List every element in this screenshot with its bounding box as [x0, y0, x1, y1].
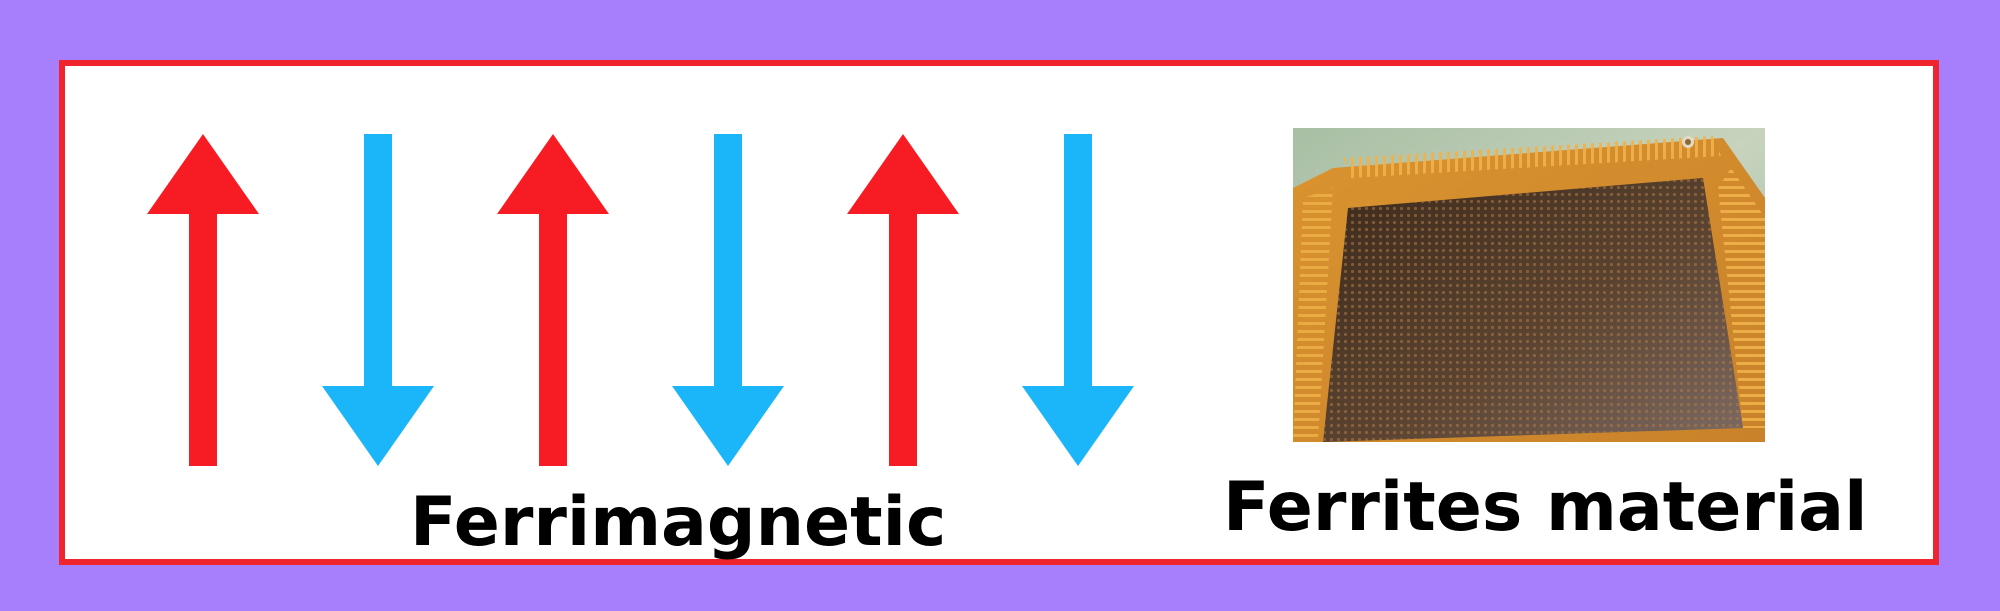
arrow-down-4 — [672, 134, 784, 466]
arrow-shaft — [539, 212, 567, 466]
diagram-frame: Ferrimagnetic Ferrites material — [59, 60, 1939, 565]
arrow-head — [497, 134, 609, 214]
arrow-head — [1022, 386, 1134, 466]
arrow-shaft — [189, 212, 217, 466]
spin-arrows — [147, 134, 1134, 466]
arrow-up-1 — [147, 134, 259, 466]
arrow-shaft — [889, 212, 917, 466]
arrow-head — [847, 134, 959, 214]
ferrite-core-memory-photo — [1293, 128, 1765, 442]
arrow-head — [147, 134, 259, 214]
ferrimagnetic-label: Ferrimagnetic — [410, 483, 947, 562]
arrow-up-3 — [497, 134, 609, 466]
arrow-down-2 — [322, 134, 434, 466]
arrow-shaft — [714, 134, 742, 388]
arrow-up-5 — [847, 134, 959, 466]
arrow-down-6 — [1022, 134, 1134, 466]
arrow-shaft — [1064, 134, 1092, 388]
arrow-head — [672, 386, 784, 466]
arrow-shaft — [364, 134, 392, 388]
arrow-head — [322, 386, 434, 466]
ferrites-material-label: Ferrites material — [1223, 468, 1868, 547]
